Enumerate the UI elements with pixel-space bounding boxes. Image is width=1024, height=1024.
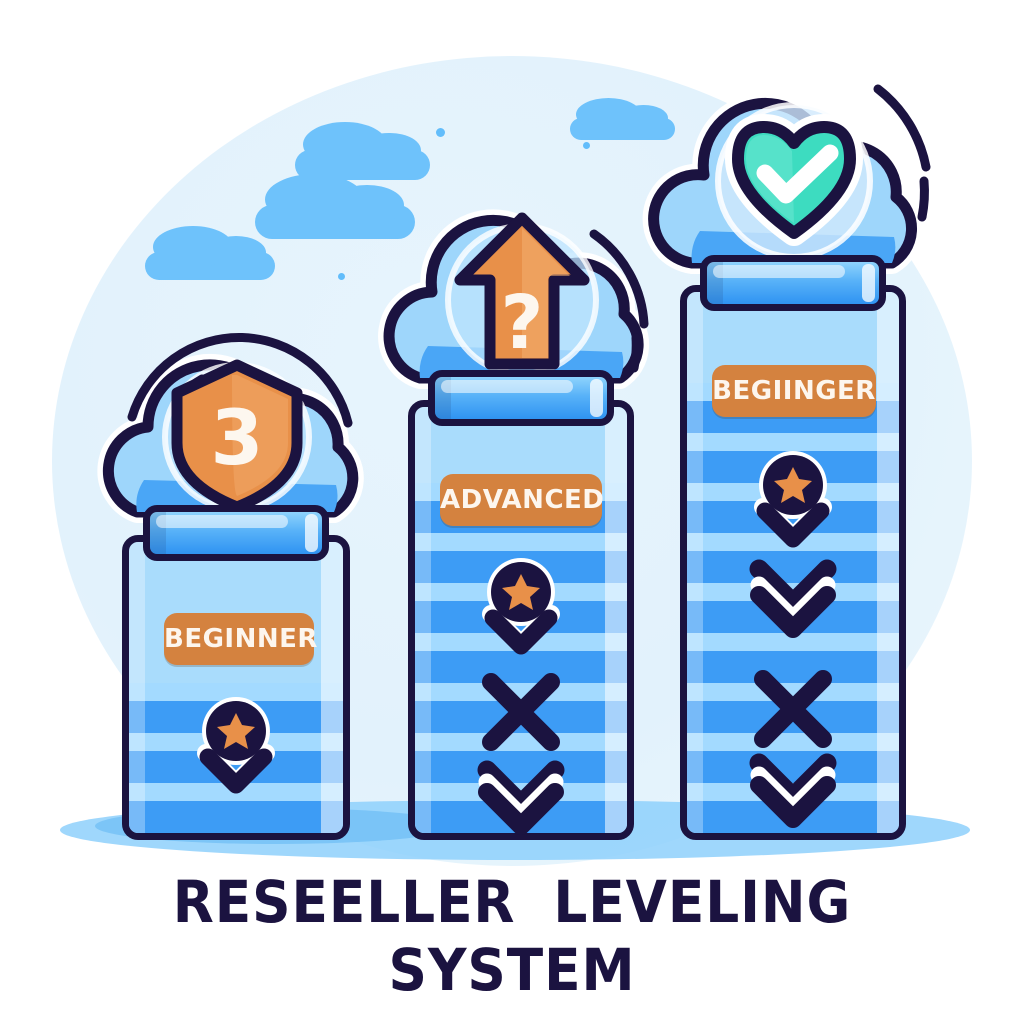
background-cloud-lower-left [145,226,275,280]
bar-highlight-left [687,292,703,833]
background-dot-b [583,142,590,149]
cloud-beginger [634,57,954,297]
bar-highlight-left [415,407,431,833]
bar-advanced[interactable] [408,400,634,840]
page-title: RESEELLER LEVELING SYSTEM [41,868,983,1004]
bar-stripes [415,483,627,833]
double-chevron-down-icon[interactable] [473,756,569,841]
cloud-advanced: ? [362,182,682,412]
bar-highlight-right [877,292,899,833]
column-beginner[interactable]: 3 BEGINNER [97,333,364,840]
bar-cap-advanced [428,370,614,426]
up-arrow-question-icon: ? [454,212,590,370]
title-word-3: SYSTEM [388,936,636,1004]
star-pin-icon[interactable] [749,445,837,562]
arrow-question-mark: ? [501,280,544,366]
star-pin-icon[interactable] [477,552,565,669]
column-beginger[interactable]: BEGIINGER [642,84,931,840]
close-x-icon[interactable] [747,663,839,760]
checkmark-icon [756,144,839,204]
star-pin-icon[interactable] [192,691,280,808]
badge-beginner[interactable]: BEGINNER [164,613,317,665]
bar-highlight-right [605,407,627,833]
bar-highlight-right [321,542,343,833]
badge-beginger[interactable]: BEGIINGER [712,365,876,417]
bar-highlight-left [129,542,145,833]
cloud-beginner: 3 [82,317,392,547]
bar-cap-beginger [700,255,886,311]
background-cloud-mid-left [255,173,415,239]
cap-highlight [441,380,573,393]
background-dot-a [436,128,445,137]
close-x-icon[interactable] [475,666,567,763]
shield-check-icon [725,114,863,246]
background-cloud-top-right [570,97,675,140]
double-chevron-down-icon[interactable] [745,749,841,834]
cap-edge [589,379,603,417]
cap-highlight [713,265,845,278]
shield-icon: 3 [171,359,303,513]
background-cloud-upper-mid [295,122,430,180]
badge-advanced[interactable]: ADVANCED [440,474,604,526]
bar-cap-beginner [142,505,330,561]
background-dot-c [338,273,345,280]
cap-highlight [155,515,289,528]
double-chevron-down-icon[interactable] [745,555,841,652]
shield-level-number: 3 [211,393,264,482]
cap-edge [861,264,875,302]
title-word-2: LEVELING [553,868,852,936]
cap-edge [305,514,319,552]
column-advanced[interactable]: ? [378,209,650,841]
title-word-1: RESEELLER [172,868,516,936]
